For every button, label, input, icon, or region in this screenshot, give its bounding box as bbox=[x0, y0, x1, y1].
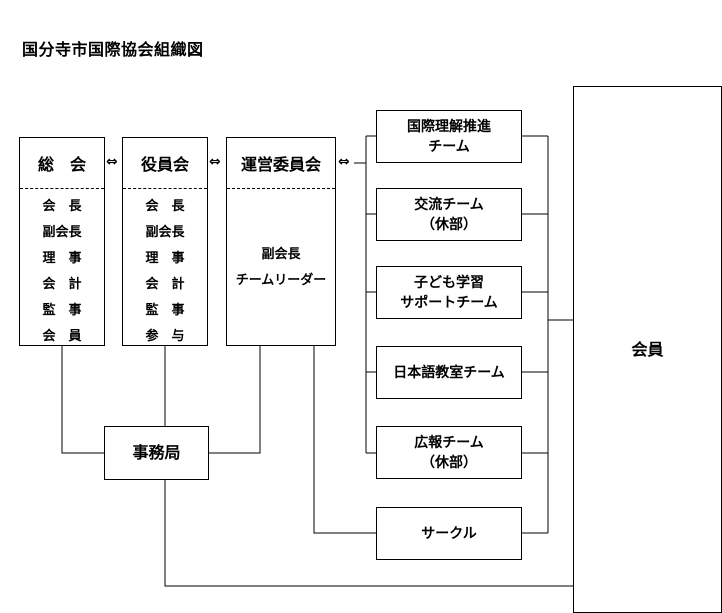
team-box-circle: サークル bbox=[376, 507, 522, 560]
members-box: 会員 bbox=[573, 86, 722, 613]
board-box: 役員会 会 長 副会長 理 事 会 計 監 事 参 与 bbox=[122, 137, 208, 346]
secretariat-label: 事務局 bbox=[132, 443, 181, 462]
role-auditor: 監 事 bbox=[42, 303, 82, 318]
team-box-exchange: 交流チーム （休部） bbox=[376, 188, 522, 241]
team-label: 交流チーム bbox=[414, 196, 484, 213]
role-auditor: 監 事 bbox=[145, 303, 185, 318]
team-sublabel: （休部） bbox=[421, 454, 477, 471]
team-sublabel: サポートチーム bbox=[400, 294, 498, 311]
team-box-child-learning: 子ども学習 サポートチーム bbox=[376, 266, 522, 319]
role-vice-president: 副会長 bbox=[42, 225, 82, 240]
secretariat-box: 事務局 bbox=[104, 426, 209, 480]
members-label: 会員 bbox=[631, 339, 664, 359]
team-label: 国際理解推進 bbox=[407, 118, 491, 135]
team-label: サークル bbox=[421, 525, 477, 542]
role-treasurer: 会 計 bbox=[145, 277, 185, 292]
bidirectional-arrow-icon: ⇔ bbox=[209, 154, 221, 170]
team-sublabel: （休部） bbox=[421, 216, 477, 233]
role-member: 会 員 bbox=[42, 329, 82, 344]
role-vice-president: 副会長 bbox=[261, 247, 301, 262]
team-label: 子ども学習 bbox=[414, 274, 484, 291]
steering-committee-heading: 運営委員会 bbox=[227, 138, 335, 189]
general-assembly-box: 総 会 会 長 副会長 理 事 会 計 監 事 会 員 bbox=[19, 137, 105, 346]
team-box-japanese-class: 日本語教室チーム bbox=[376, 346, 522, 399]
role-team-leader: チームリーダー bbox=[235, 273, 327, 288]
team-box-intl-understanding: 国際理解推進 チーム bbox=[376, 110, 522, 163]
team-sublabel: チーム bbox=[428, 138, 470, 155]
board-heading: 役員会 bbox=[123, 138, 207, 189]
role-treasurer: 会 計 bbox=[42, 277, 82, 292]
role-director: 理 事 bbox=[42, 251, 82, 266]
team-label: 日本語教室チーム bbox=[393, 364, 505, 381]
team-box-pr: 広報チーム （休部） bbox=[376, 426, 522, 479]
bidirectional-arrow-icon: ⇔ bbox=[338, 154, 350, 170]
role-director: 理 事 bbox=[145, 251, 185, 266]
page-title: 国分寺市国際協会組織図 bbox=[22, 40, 204, 59]
general-assembly-heading: 総 会 bbox=[20, 138, 104, 189]
bidirectional-arrow-icon: ⇔ bbox=[106, 154, 118, 170]
role-president: 会 長 bbox=[42, 199, 82, 214]
role-president: 会 長 bbox=[145, 199, 185, 214]
role-advisor: 参 与 bbox=[145, 329, 185, 344]
team-label: 広報チーム bbox=[414, 434, 484, 451]
steering-committee-box: 運営委員会 副会長 チームリーダー bbox=[226, 137, 336, 346]
role-vice-president: 副会長 bbox=[145, 225, 185, 240]
